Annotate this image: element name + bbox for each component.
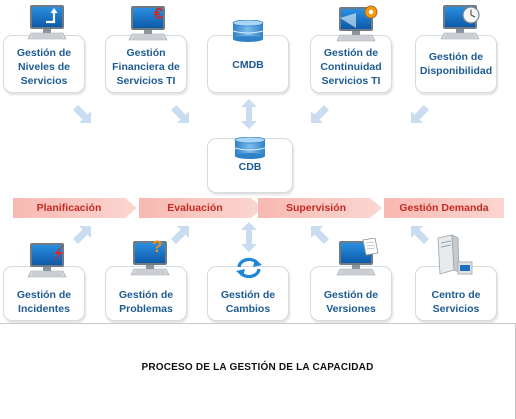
box-label: Gestión de Niveles de Servicios [16, 47, 72, 87]
box-label: Gestión de Problemas [118, 289, 174, 315]
arrow-vertical-icon [241, 222, 257, 252]
box-continuidad[interactable]: Gestión de Continuidad Servicios TI [310, 35, 392, 93]
box-centro-servicios[interactable]: Centro de Servicios [415, 266, 497, 321]
step-arrow-shape [258, 198, 382, 218]
step-label: Gestión Demanda [399, 202, 489, 214]
monitor-euro-icon: € [128, 5, 168, 41]
monitor-clock-icon [440, 4, 480, 40]
svg-text:€: € [154, 6, 163, 23]
box-disponibilidad[interactable]: Gestión de Disponibilidad [415, 35, 497, 93]
box-financiera[interactable]: Gestión Financiera de Servicios TI [105, 35, 187, 93]
arrow-diagonal-icon [170, 104, 190, 124]
box-label: Gestión Financiera de Servicios TI [112, 47, 180, 87]
database-icon [232, 20, 264, 42]
arrow-diagonal-icon [410, 104, 430, 124]
step-evaluacion: Evaluación [139, 198, 263, 218]
refresh-arrows-icon [236, 257, 262, 279]
database-icon [234, 137, 266, 159]
box-label: Gestión de Incidentes [16, 289, 72, 315]
arrow-diagonal-icon [72, 225, 92, 245]
step-label: Evaluación [167, 202, 223, 214]
monitor-gear-icon [336, 5, 378, 42]
server-tower-icon [437, 234, 473, 275]
svg-text:?: ? [152, 238, 162, 256]
monitor-upload-icon [27, 4, 67, 40]
footer-panel: PROCESO DE LA GESTIÓN DE LA CAPACIDAD [0, 323, 516, 419]
box-label: CDB [238, 161, 262, 173]
arrow-diagonal-icon [410, 225, 430, 245]
box-label: Gestión de Continuidad Servicios TI [320, 47, 382, 87]
box-label: CMDB [232, 59, 264, 71]
monitor-document-icon [336, 238, 379, 276]
box-label: Gestión de Cambios [220, 289, 276, 315]
step-label: Supervisión [285, 202, 347, 214]
arrow-vertical-icon [241, 99, 257, 129]
page-title: PROCESO DE LA GESTIÓN DE LA CAPACIDAD [141, 362, 374, 373]
step-arrow-shape [13, 198, 137, 218]
box-label: Gestión de Versiones [323, 289, 379, 315]
box-label: Centro de Servicios [431, 289, 481, 315]
step-planificacion: Planificación [13, 198, 137, 218]
arrow-diagonal-icon [72, 104, 92, 124]
step-gestion-demanda: Gestión Demanda [384, 198, 504, 218]
step-label: Planificación [36, 202, 102, 214]
monitor-lightning-icon [27, 242, 67, 278]
box-label: Gestión de Disponibilidad [419, 51, 493, 77]
box-cmdb[interactable]: CMDB [207, 35, 289, 93]
arrow-diagonal-icon [310, 225, 330, 245]
step-arrow-shape [139, 198, 263, 218]
arrow-diagonal-icon [310, 104, 330, 124]
arrow-diagonal-icon [170, 225, 190, 245]
step-arrow-shape [384, 198, 504, 218]
box-niveles-servicios[interactable]: Gestión de Niveles de Servicios [3, 35, 85, 93]
monitor-question-icon: ? [130, 238, 170, 276]
step-supervision: Supervisión [258, 198, 382, 218]
